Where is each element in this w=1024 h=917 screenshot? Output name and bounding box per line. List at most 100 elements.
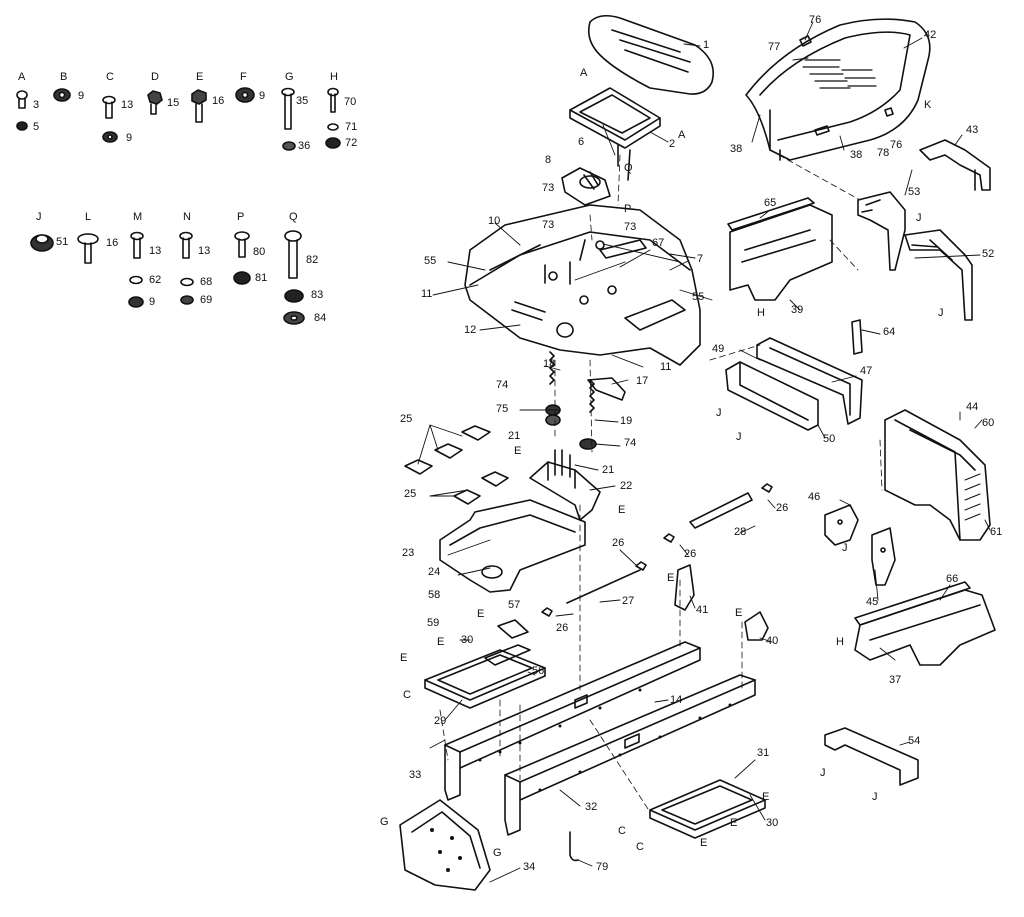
hardware-N-bolt-icon [179,231,194,305]
legend-part: 69 [200,294,213,306]
bumper [725,361,819,431]
callout: 64 [883,326,896,338]
callout: 56 [532,665,545,677]
callout: 76 [809,14,822,26]
letter-ref: E [762,791,770,803]
callout: 55 [424,255,437,267]
callout: 66 [946,573,959,585]
callout: 29 [434,715,447,727]
callout: 8 [545,154,552,166]
bracket-54 [824,727,919,786]
hardware-A-screw-icon [16,90,28,131]
letter-ref: J [938,307,944,319]
callout: 1 [703,39,710,51]
callout: 2 [669,138,676,150]
callout: 38 [850,149,863,161]
legend-part: 70 [344,96,357,108]
legend-letter-E: E [196,71,204,83]
callout: 31 [757,747,770,759]
legend-part: 62 [149,274,162,286]
frame-rails [444,641,756,836]
callout: 10 [488,215,501,227]
callout: 40 [766,635,779,647]
hardware-C-bolt-icon [102,95,118,143]
legend-letter-M: M [133,211,143,223]
callout: 77 [768,41,781,53]
fender-body [464,204,701,366]
letter-ref: A [580,67,588,79]
letter-ref: E [400,652,408,664]
letter-ref: H [757,307,765,319]
legend-part: 9 [126,132,133,144]
hardware-H-screw-icon [325,87,341,149]
callout: 32 [585,801,598,813]
legend-letter-D: D [151,71,159,83]
hitch-plate [399,799,491,891]
callout: 25 [404,488,417,500]
legend-part: 15 [167,97,180,109]
legend-part: 13 [121,99,134,111]
grille-brackets [824,504,896,586]
legend-part: 13 [149,245,162,257]
legend-letter-G: G [285,71,294,83]
callout: 75 [496,403,509,415]
callout: 14 [670,694,683,706]
callout: 34 [523,861,536,873]
callout: 26 [776,502,789,514]
side-panel-right [854,581,996,666]
rear-bar [756,337,863,425]
legend-part: 84 [314,312,327,324]
callout: 19 [620,415,633,427]
hardware-D-screw-icon [147,90,163,115]
side-panel-left [727,197,833,301]
legend-part: 80 [253,246,266,258]
letter-ref: J [736,431,742,443]
callout: 46 [808,491,821,503]
callout: 6 [578,136,585,148]
callout: 55 [692,291,705,303]
legend-letter-N: N [183,211,191,223]
legend-part: 51 [56,236,69,248]
hardware-J-flange-nut-icon [30,234,54,252]
letter-ref: P [624,203,632,215]
hardware-legend-row2 [30,230,305,325]
legend-part: 81 [255,272,268,284]
bracket-17 [587,377,626,401]
callout: 30 [766,817,779,829]
callout: 73 [542,182,555,194]
legend-letter-L: L [85,211,92,223]
legend-part: 36 [298,140,311,152]
letter-ref: E [477,608,485,620]
legend-part: 9 [78,90,85,102]
callout: 7 [697,253,704,265]
letter-ref: E [700,837,708,849]
letter-ref: E [437,636,445,648]
letter-ref: J [872,791,878,803]
letter-ref: E [730,817,738,829]
hook-79 [569,831,579,862]
letter-ref: C [636,841,644,853]
callout: 73 [624,221,637,233]
footrest-right [649,779,766,839]
callout: 54 [908,735,921,747]
legend-letter-A: A [18,71,26,83]
legend-part: 13 [198,245,211,257]
callout: 17 [636,375,649,387]
callout: 42 [924,29,937,41]
callout: 11 [660,361,672,373]
legend-letter-J: J [36,211,42,223]
callout: 26 [612,537,625,549]
callout: 52 [982,248,995,260]
callout: 59 [427,617,440,629]
brackets-41-40 [674,564,769,641]
letter-ref: C [403,689,411,701]
hardware-F-nut-icon [235,87,255,103]
callout: 25 [400,413,413,425]
legend-part: 5 [33,121,40,133]
letter-ref: C [618,825,626,837]
callout: 74 [624,437,637,449]
callout: 39 [791,304,804,316]
callout: 38 [730,143,743,155]
callout: 12 [464,324,477,336]
